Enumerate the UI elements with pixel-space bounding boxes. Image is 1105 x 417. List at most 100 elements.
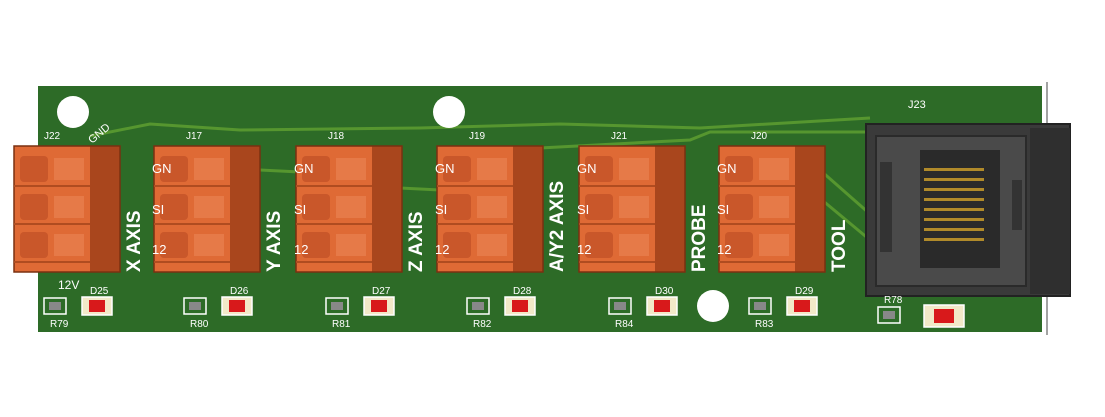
resistor-body (331, 302, 343, 310)
connector-pin-label: SI (717, 202, 729, 217)
jack-ref-label: J23 (908, 99, 926, 111)
jack-contact-pin (924, 228, 984, 231)
trace-signal (539, 130, 880, 150)
connector-pin-slot (194, 158, 224, 180)
jack-pins (924, 168, 984, 241)
connector-ref: J17 (186, 131, 203, 142)
jack-latch-right (1012, 180, 1022, 230)
connector-lever (725, 156, 753, 182)
led-body (512, 300, 528, 312)
resistor-body (614, 302, 626, 310)
connector-lever (302, 194, 330, 220)
jack-contact-pin (924, 198, 984, 201)
connector-outline (153, 145, 261, 273)
connector-pin-label: 12 (435, 242, 449, 257)
connector-lever (585, 232, 613, 258)
resistor-body (49, 302, 61, 310)
resistor-label: R81 (332, 319, 351, 330)
connector-lever (20, 232, 48, 258)
connector-ref: J18 (328, 131, 345, 142)
connector-lever (725, 194, 753, 220)
jack-side-block (1030, 128, 1070, 294)
connector-pin-slot (477, 158, 507, 180)
connector-back (655, 146, 685, 272)
resistor-outline (748, 297, 772, 315)
connector-pin-slot (619, 158, 649, 180)
rj45-jack: J23 (865, 99, 1071, 297)
led-body (371, 300, 387, 312)
connector-pin-label: SI (435, 202, 447, 217)
connector-lever (160, 232, 188, 258)
connector-lever (585, 156, 613, 182)
resistor-label: R80 (190, 319, 209, 330)
jack-led-body (934, 309, 954, 323)
connector-pin-slot (477, 196, 507, 218)
resistor-outline (466, 297, 490, 315)
connector-back (795, 146, 825, 272)
connector-pin-label: SI (294, 202, 306, 217)
connector-axis-label: TOOL (829, 219, 850, 272)
connector-lever (443, 232, 471, 258)
connector-pin-slot (194, 196, 224, 218)
jack-status-led-group: R78 (877, 295, 965, 328)
led-body (89, 300, 105, 312)
trace-tool (821, 198, 871, 242)
trace-gnd (89, 116, 871, 138)
connector-axis-label: Z AXIS (406, 211, 427, 272)
jack-contact-pin (924, 178, 984, 181)
led-label: D30 (655, 286, 674, 297)
connector-lever (160, 194, 188, 220)
connector-pin-slot (619, 234, 649, 256)
connector-pin-label: 12 (294, 242, 308, 257)
connector-pin-label: SI (577, 202, 589, 217)
resistor-outline (183, 297, 207, 315)
jack-latch-left (880, 162, 892, 252)
led-body (654, 300, 670, 312)
connector-pin-slot (54, 234, 84, 256)
voltage-label: 12V (58, 278, 79, 292)
resistor-label: R82 (473, 319, 492, 330)
connector-ref: J20 (751, 131, 768, 142)
connector-lever (725, 232, 753, 258)
jack-resistor-outline (877, 306, 901, 324)
connector-lever (20, 194, 48, 220)
trace-12v-b (399, 186, 441, 192)
jack-contact-pin (924, 188, 984, 191)
connector-lever (160, 156, 188, 182)
connector-pin-label: GN (152, 161, 172, 176)
led-body (794, 300, 810, 312)
connector-lever (302, 232, 330, 258)
jack-contact-pin (924, 238, 984, 241)
resistor-label: R84 (615, 319, 634, 330)
connector-pin-slot (336, 158, 366, 180)
jack-contact-pin (924, 218, 984, 221)
connector-lever (443, 156, 471, 182)
connector-lever (585, 194, 613, 220)
led-label: D27 (372, 286, 391, 297)
connector-outline (13, 145, 121, 273)
connector-pin-slot (336, 234, 366, 256)
trace-12v (259, 168, 301, 174)
jack-resistor-label: R78 (884, 295, 903, 306)
resistor-outline (43, 297, 67, 315)
mounting-hole-1 (57, 96, 89, 128)
connector-pin-slot (619, 196, 649, 218)
connector-pin-label: 12 (152, 242, 166, 257)
led-body (229, 300, 245, 312)
mounting-hole-2 (433, 96, 465, 128)
connector-ref: J19 (469, 131, 486, 142)
led-label: D26 (230, 286, 249, 297)
led-label: D29 (795, 286, 814, 297)
resistor-label: R79 (50, 319, 69, 330)
connector-axis-label: X AXIS (124, 210, 145, 272)
connector-outline (295, 145, 403, 273)
connector-pin-label: GN (294, 161, 314, 176)
connector-lever (443, 194, 471, 220)
connector-pin-slot (194, 234, 224, 256)
resistor-body (189, 302, 201, 310)
resistor-label: R83 (755, 319, 774, 330)
connector-axis-label: PROBE (689, 204, 710, 272)
